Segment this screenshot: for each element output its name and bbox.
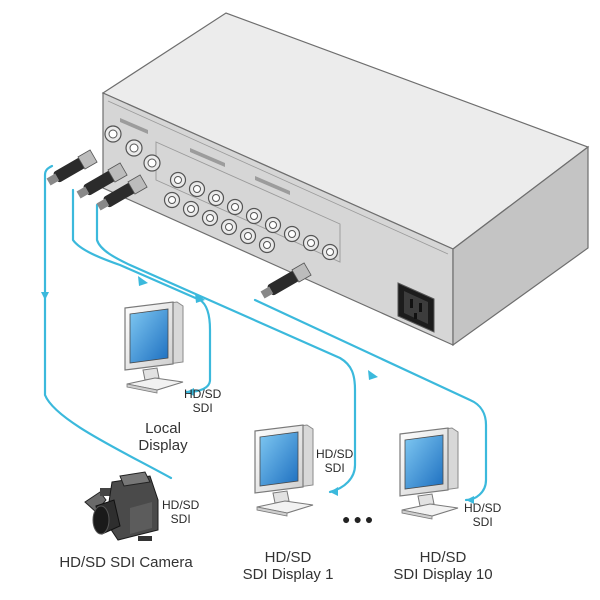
display10-cable — [253, 298, 488, 502]
display1-cable — [95, 203, 357, 494]
local-display-monitor — [124, 301, 184, 394]
arrow-right-icon — [368, 370, 378, 380]
sdi-display-10-monitor — [399, 427, 459, 520]
display10-line-1: HD/SD — [419, 549, 467, 566]
local-display-line-1: Local — [145, 420, 181, 437]
display1-label: HD/SD SDI Display 1 — [228, 549, 348, 584]
bnc-plugs — [46, 149, 312, 299]
camera-label: HD/SD SDI Camera — [59, 554, 193, 571]
display1-line-1: HD/SD — [264, 549, 312, 566]
local-signal-label: HD/SD SDI — [184, 387, 222, 416]
arrow-left-icon — [466, 496, 474, 504]
signal-line-2: SDI — [170, 511, 191, 526]
sdi-cables — [43, 164, 488, 502]
display10-signal-label: HD/SD SDI — [464, 501, 502, 530]
power-inlet — [397, 282, 435, 333]
signal-line-1: HD/SD — [316, 447, 354, 461]
signal-line-1: HD/SD — [162, 498, 200, 512]
camera-signal-label: HD/SD SDI — [162, 498, 200, 527]
display1-line-2: SDI Display 1 — [242, 566, 334, 584]
arrow-left-icon — [186, 388, 194, 396]
signal-line-1: HD/SD — [464, 501, 502, 515]
local-display-cable — [71, 188, 212, 394]
arrow-down-icon — [41, 292, 49, 300]
output-connectors — [163, 171, 339, 261]
camera-icon — [84, 471, 159, 541]
ellipsis: ●●● — [342, 511, 377, 527]
display10-label: HD/SD SDI Display 10 — [378, 549, 508, 584]
local-display-label: Local Display — [128, 420, 198, 455]
arrow-right-icon — [195, 293, 205, 303]
arrow-left-icon — [330, 487, 338, 496]
cable-arrows — [41, 276, 474, 504]
signal-line-1: HD/SD — [184, 387, 222, 401]
camera-cable — [43, 164, 173, 480]
local-display-line-2: Display — [138, 437, 188, 455]
display1-signal-label: HD/SD SDI — [316, 447, 354, 476]
sdi-display-1-monitor — [254, 424, 314, 517]
signal-line-2: SDI — [324, 460, 345, 475]
input-connectors — [104, 125, 161, 172]
arrow-right-icon — [138, 276, 148, 286]
display10-line-2: SDI Display 10 — [393, 566, 493, 584]
signal-line-2: SDI — [472, 514, 493, 529]
signal-line-2: SDI — [192, 400, 213, 415]
